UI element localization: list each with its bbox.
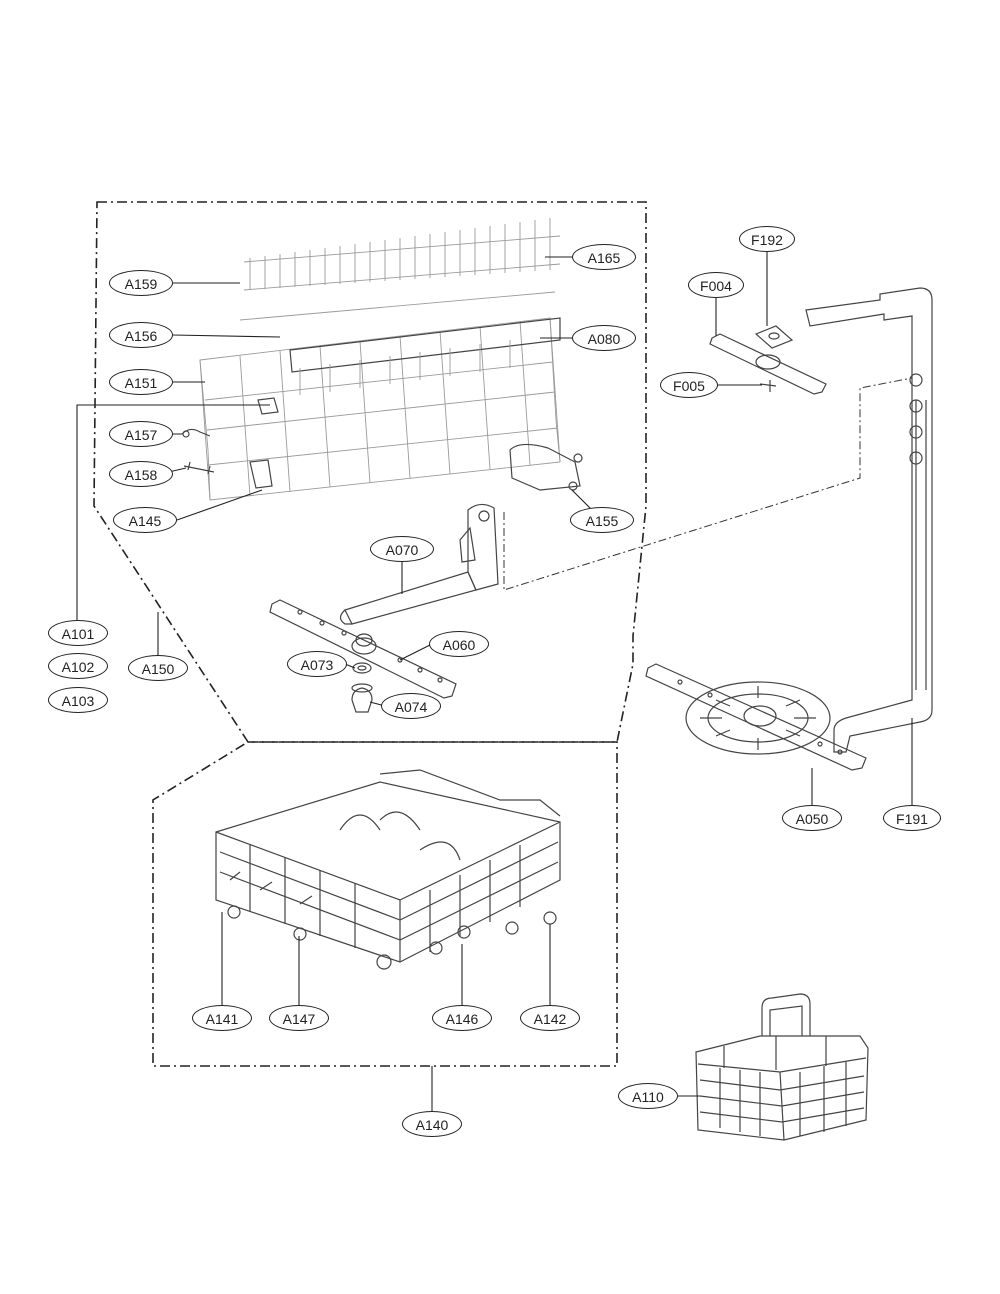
callout-a103: A103 xyxy=(48,687,108,713)
callout-a050: A050 xyxy=(782,805,842,831)
callout-a159: A159 xyxy=(109,270,173,296)
callout-a060: A060 xyxy=(429,631,489,657)
callout-a156: A156 xyxy=(109,322,173,348)
callout-a157: A157 xyxy=(109,421,173,447)
lower-rack-group-outline xyxy=(152,741,618,1067)
callout-f005: F005 xyxy=(660,372,718,398)
leader-lines xyxy=(76,252,913,1111)
callout-a165: A165 xyxy=(572,244,636,270)
callout-a102: A102 xyxy=(48,653,108,679)
callout-f191: F191 xyxy=(883,805,941,831)
callout-f004: F004 xyxy=(688,272,744,298)
callout-a110: A110 xyxy=(618,1083,678,1109)
callout-a141: A141 xyxy=(192,1005,252,1031)
callout-a140: A140 xyxy=(402,1111,462,1137)
rack-clips xyxy=(181,428,215,475)
callout-a073: A073 xyxy=(287,651,347,677)
callout-a070: A070 xyxy=(370,536,434,562)
lower-rack-basket xyxy=(215,769,561,970)
callout-a074: A074 xyxy=(381,693,441,719)
upper-rack-tines xyxy=(239,218,561,321)
feed-tube-dashed-connector xyxy=(503,377,913,591)
upper-rack-group-outline xyxy=(93,201,647,743)
upper-rack-basket xyxy=(199,317,583,501)
lower-spray-arm xyxy=(645,663,867,771)
callout-a146: A146 xyxy=(432,1005,492,1031)
callout-a145: A145 xyxy=(113,507,177,533)
spray-arm-nut-and-washer xyxy=(351,662,373,713)
cutlery-basket xyxy=(695,993,869,1141)
callout-a147: A147 xyxy=(269,1005,329,1031)
upper-spray-feed-tube xyxy=(339,503,499,625)
supply-tube xyxy=(805,287,933,753)
callout-a142: A142 xyxy=(520,1005,580,1031)
callout-a080: A080 xyxy=(572,325,636,351)
callout-a151: A151 xyxy=(109,369,173,395)
callout-a155: A155 xyxy=(570,507,634,533)
callout-f192: F192 xyxy=(739,226,795,252)
top-spray-arm xyxy=(709,325,827,395)
upper-spray-arm xyxy=(269,599,457,699)
callout-a158: A158 xyxy=(109,461,173,487)
callout-a101: A101 xyxy=(48,620,108,646)
callout-a150: A150 xyxy=(128,655,188,681)
